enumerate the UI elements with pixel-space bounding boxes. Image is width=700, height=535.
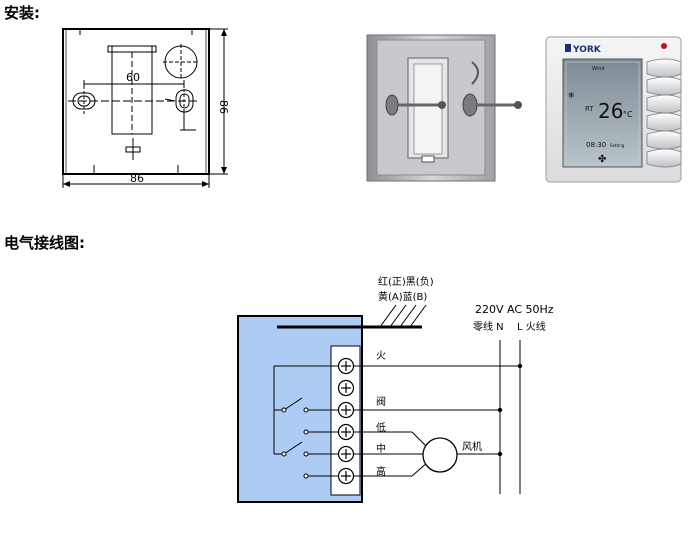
terminal-block	[330, 345, 361, 496]
key-3[interactable]	[646, 94, 682, 114]
wire-colors-line1: 红(正)黑(负)	[378, 275, 434, 288]
lcd-temperature: 26	[598, 99, 623, 123]
terminal-screw-5	[337, 445, 355, 463]
lcd-footer: Setting	[610, 143, 625, 148]
terminal-screw-1	[337, 357, 355, 375]
wiring-heading: 电气接线图:	[4, 234, 85, 252]
dim-60-label: 60	[126, 71, 140, 84]
lcd-room-label: RT	[585, 105, 594, 113]
key-2[interactable]	[646, 76, 682, 96]
thermostat-panel	[237, 315, 363, 503]
terminal-label-live: 火	[376, 350, 386, 362]
power-spec: 220V AC 50Hz	[475, 303, 554, 316]
lcd-mode: Wind	[592, 66, 605, 72]
thermostat-brand: YORK	[572, 45, 602, 55]
wire-colors-line2: 黄(A)蓝(B)	[378, 290, 427, 303]
live-label: L 火线	[517, 320, 546, 333]
key-6[interactable]	[646, 148, 682, 168]
terminal-screw-6	[337, 467, 355, 485]
dim-height-label: 86	[217, 100, 230, 114]
terminal-screw-4	[337, 423, 355, 441]
terminal-label-low: 低	[376, 421, 386, 434]
mode-icon: ❄	[568, 91, 575, 100]
brand-logo-mark	[565, 44, 571, 52]
key-5[interactable]	[646, 130, 682, 150]
terminal-label-valve: 阀	[376, 395, 386, 408]
lcd-unit: °C	[623, 110, 633, 119]
fan-icon: ✤	[598, 154, 606, 165]
power-led	[661, 43, 667, 49]
key-4[interactable]	[646, 112, 682, 132]
lcd-time: 08:30	[586, 141, 606, 149]
neutral-label: 零线 N	[473, 320, 504, 333]
install-heading: 安装:	[4, 4, 40, 22]
fan-label: 风机	[462, 440, 482, 453]
terminal-label-mid: 中	[376, 442, 386, 455]
terminal-label-high: 高	[376, 465, 386, 478]
dim-width-label: 86	[130, 172, 144, 185]
fan-motor	[422, 437, 458, 473]
terminal-screw-3	[337, 401, 355, 419]
key-1[interactable]	[646, 58, 682, 78]
terminal-screw-2	[337, 379, 355, 397]
